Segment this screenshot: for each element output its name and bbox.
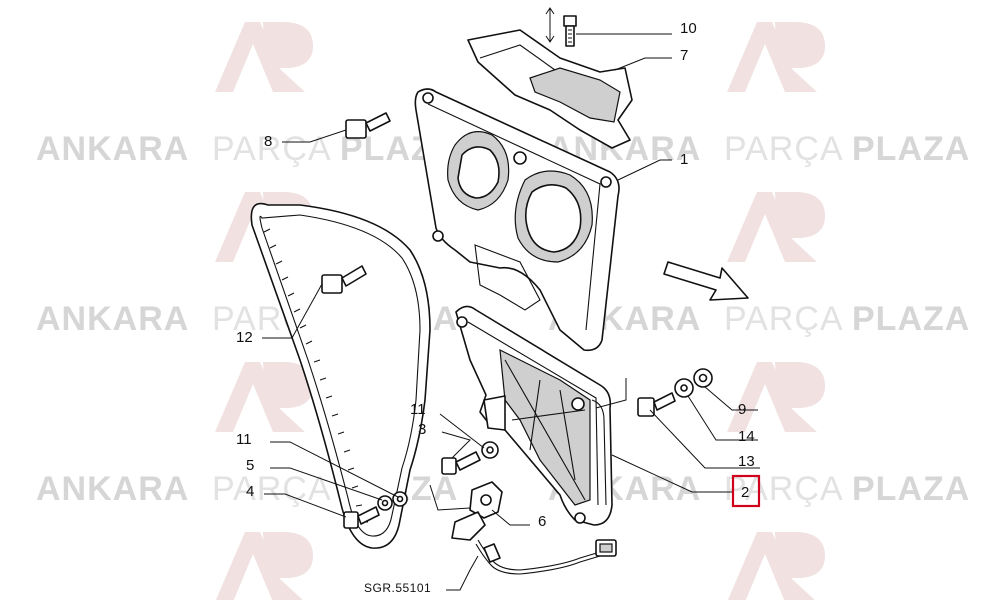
callout-11-lower: 11 — [236, 431, 252, 448]
callout-12: 12 — [236, 329, 253, 346]
sensor-6 — [451, 481, 617, 575]
callout-labels: 10 7 8 1 12 9 14 13 2 11 3 11 5 4 6 SGR.… — [236, 20, 755, 595]
bolt-13 — [637, 392, 676, 417]
wm-word-ankara: ANKARA — [36, 470, 189, 508]
washer-14 — [674, 378, 694, 398]
washer-9 — [693, 368, 713, 388]
callout-3: 3 — [418, 421, 426, 438]
bolt-8 — [345, 112, 391, 139]
callout-10: 10 — [680, 20, 697, 37]
callout-2: 2 — [741, 484, 749, 501]
wm-word-plaza: PLAZA — [852, 130, 970, 168]
callout-9: 9 — [738, 401, 746, 418]
wm-word-ankara: ANKARA — [36, 130, 189, 168]
lower-timing-cover — [455, 305, 613, 526]
wm-word-plaza: PLAZA — [852, 300, 970, 338]
callout-14: 14 — [738, 428, 755, 445]
wm-word-plaza: PLAZA — [852, 470, 970, 508]
wm-word-parca: PARÇA — [724, 130, 844, 168]
callout-7: 7 — [680, 47, 688, 64]
drawing-code: SGR.55101 — [364, 581, 431, 595]
callout-8: 8 — [264, 133, 272, 150]
callout-4: 4 — [246, 483, 254, 500]
timing-belt — [250, 202, 431, 549]
highlight-box-part-2[interactable] — [731, 474, 761, 508]
washer-11-upper — [481, 441, 499, 459]
bolt-4 — [343, 506, 380, 529]
leader-lines — [262, 33, 760, 591]
wm-word-parca: PARÇA — [212, 470, 332, 508]
wm-word-parca: PARÇA — [212, 130, 332, 168]
bolt-3 — [441, 451, 481, 475]
washer-5 — [377, 495, 393, 511]
callout-11-upper: 11 — [410, 401, 426, 418]
wm-word-ankara: ANKARA — [36, 300, 189, 338]
watermark-row-3: ANKARA PARÇA PLAZA ANKARA PARÇA PLAZA — [36, 470, 970, 508]
callout-13: 13 — [738, 453, 755, 470]
wm-word-parca: PARÇA — [724, 300, 844, 338]
stud-10 — [545, 7, 577, 47]
callout-5: 5 — [246, 457, 254, 474]
upper-shield — [467, 29, 633, 149]
upper-timing-cover — [414, 88, 620, 352]
callout-6: 6 — [538, 513, 546, 530]
callout-1: 1 — [680, 151, 688, 168]
direction-arrow — [663, 261, 749, 301]
washer-11-lower — [392, 491, 408, 507]
watermark-layer: ANKARA PARÇA PLAZA ANKARA PARÇA PLAZA AN… — [36, 22, 970, 600]
